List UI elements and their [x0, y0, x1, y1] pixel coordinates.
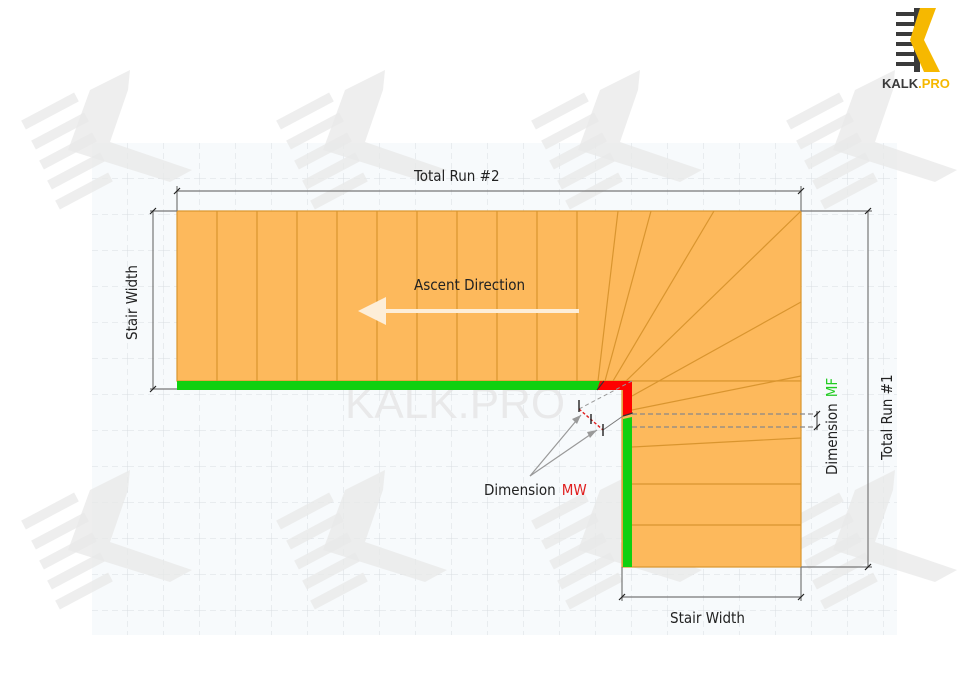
upper-flight [176, 210, 802, 382]
dim-mw [529, 380, 633, 477]
dim-stair-width-bottom [618, 567, 805, 601]
label-total-run-1: Total Run #1 [878, 374, 896, 461]
label-total-run-2: Total Run #2 [413, 167, 500, 185]
kalk-logo-icon [896, 8, 940, 72]
label-stair-width-bottom: Stair Width [670, 609, 745, 627]
label-ascent-direction: Ascent Direction [414, 276, 525, 294]
stringer-green-upper [177, 381, 602, 390]
dim-stair-width-left [149, 207, 177, 393]
lower-flight [621, 380, 802, 568]
dim-total-run-2 [173, 186, 805, 211]
dim-mf [632, 410, 821, 431]
inner-stringer [177, 380, 634, 567]
kalk-pro-logo [880, 8, 975, 93]
stringer-red-corner [597, 381, 632, 416]
label-dimension-mf: DimensionMF [823, 378, 841, 475]
dim-total-run-1 [801, 207, 872, 571]
logo-text: KALK.PRO [882, 76, 950, 91]
stringer-green-lower [623, 417, 632, 567]
ascent-direction-arrow-icon [358, 297, 579, 325]
label-stair-width-left: Stair Width [123, 265, 141, 340]
winder-treads [597, 210, 802, 411]
